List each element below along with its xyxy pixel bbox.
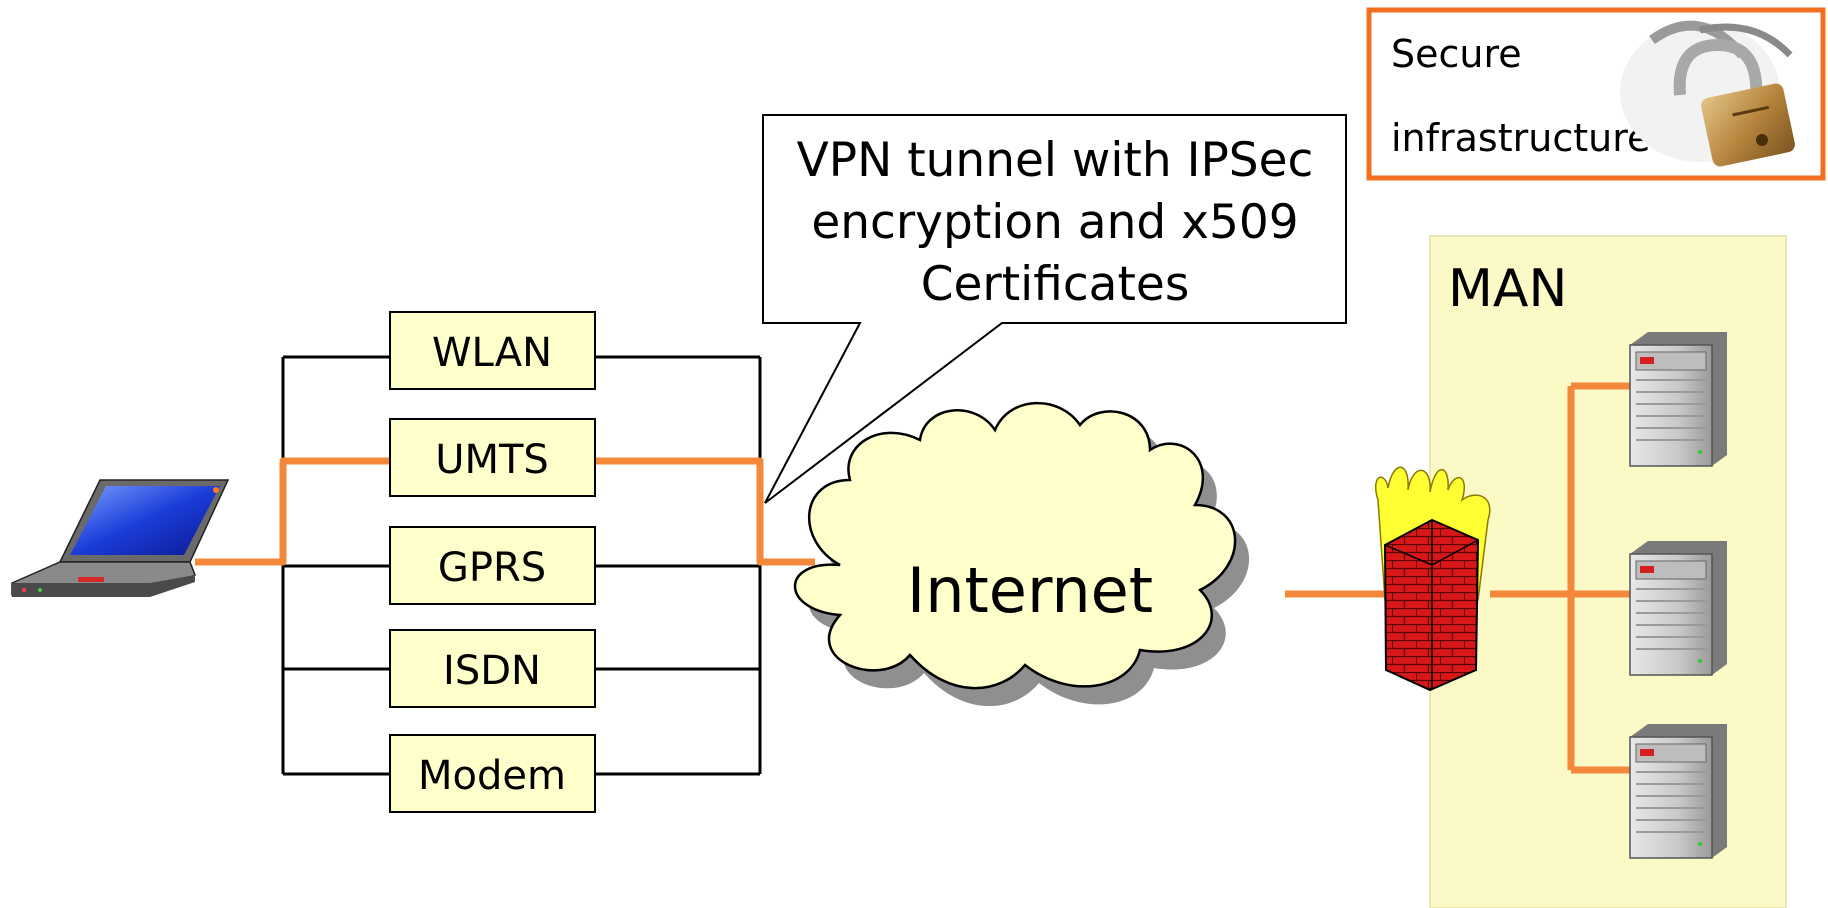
link-box-isdn: ISDN: [389, 629, 596, 708]
internet-cloud: Internet: [793, 401, 1250, 707]
link-label-umts: UMTS: [435, 437, 549, 483]
link-box-gprs: GPRS: [389, 526, 596, 605]
callout-line-2: encryption and x509: [811, 195, 1298, 250]
firewall-icon: [1375, 466, 1491, 692]
legend-line-2: infrastructure: [1391, 116, 1650, 160]
link-label-modem: Modem: [418, 753, 566, 799]
internet-label: Internet: [907, 554, 1153, 627]
link-box-wlan: WLAN: [389, 311, 596, 390]
laptop-icon: [11, 479, 230, 597]
callout-line-1: VPN tunnel with IPSec: [797, 133, 1314, 188]
callout-line-3: Certificates: [921, 257, 1190, 312]
link-label-gprs: GPRS: [438, 545, 546, 591]
link-box-umts: UMTS: [389, 418, 596, 497]
link-box-modem: Modem: [389, 734, 596, 813]
callout-text: VPN tunnel with IPSec encryption and x50…: [797, 133, 1314, 312]
legend-line-1: Secure: [1391, 32, 1522, 76]
server-icon-3: [1629, 724, 1727, 859]
man-label: MAN: [1448, 259, 1567, 319]
vpn-tunnel-path: [195, 382, 1640, 774]
man-region: [1429, 235, 1787, 908]
callout-bubble: [762, 114, 1347, 504]
link-label-wlan: WLAN: [432, 330, 552, 376]
link-label-isdn: ISDN: [443, 648, 541, 694]
server-icon-1: [1629, 332, 1727, 467]
server-icon-2: [1629, 541, 1727, 676]
padlock-icon: [1620, 20, 1795, 167]
